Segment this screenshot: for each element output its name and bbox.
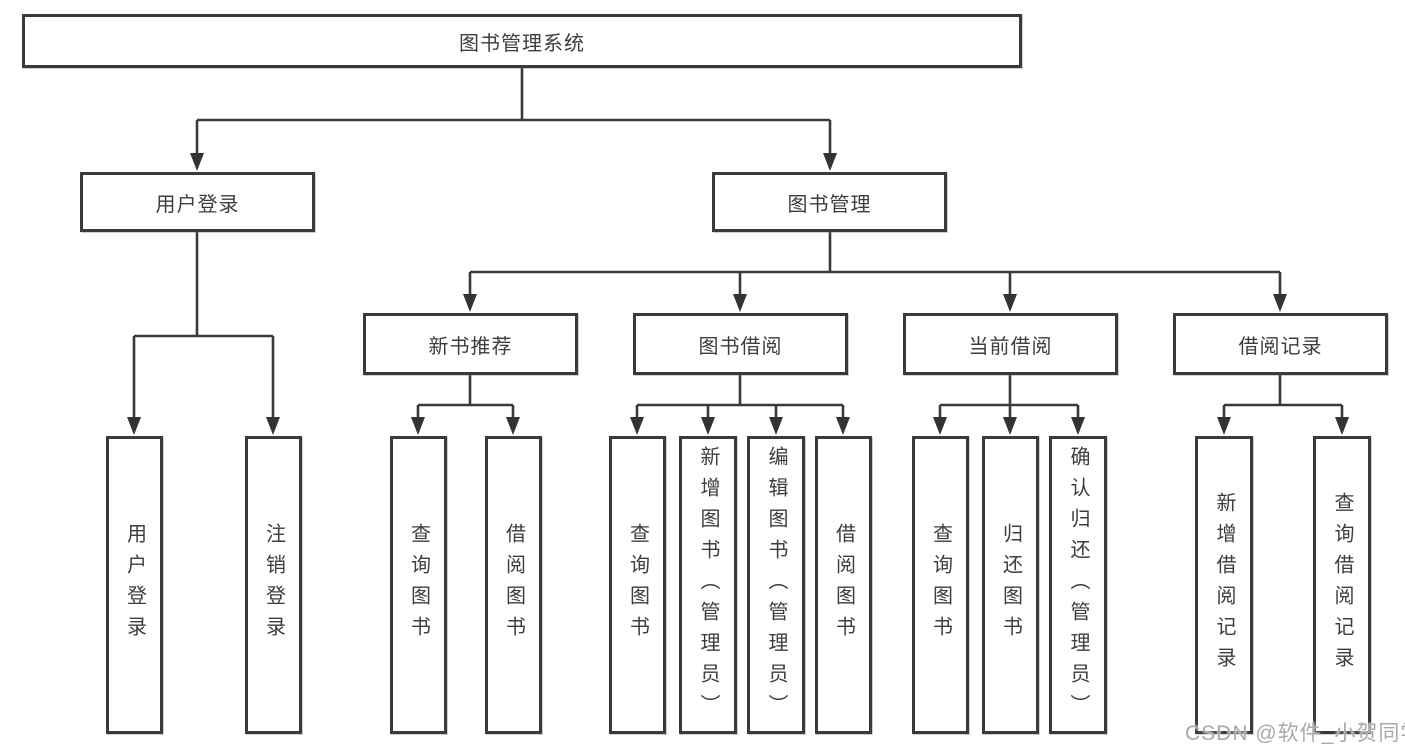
leaf-label: 查询借阅记录	[1331, 492, 1353, 678]
leaf-label: 借阅图书	[832, 523, 855, 647]
node-label: 新书推荐	[428, 335, 513, 358]
leaf-query-books-borrowing: 查询图书	[609, 436, 666, 734]
leaf-return-books: 归还图书	[982, 436, 1039, 734]
leaf-label: 确认归还（管理员）	[1067, 445, 1089, 725]
leaf-add-borrow-record: 新增借阅记录	[1195, 436, 1253, 734]
leaf-label: 查询图书	[626, 523, 649, 647]
leaf-edit-book-admin: 编辑图书（管理员）	[747, 436, 805, 734]
leaf-add-book-admin: 新增图书（管理员）	[679, 436, 737, 734]
leaf-query-borrow-record: 查询借阅记录	[1313, 436, 1371, 734]
node-label: 图书借阅	[698, 335, 783, 358]
node-user-login: 用户登录	[80, 172, 315, 232]
leaf-label: 新增图书（管理员）	[697, 445, 719, 725]
leaf-user-login: 用户登录	[106, 436, 163, 734]
leaf-query-books-recommend: 查询图书	[390, 436, 447, 734]
node-label: 用户登录	[155, 193, 240, 216]
leaf-confirm-return-admin: 确认归还（管理员）	[1049, 436, 1107, 734]
node-label: 图书管理系统	[459, 32, 585, 55]
leaf-label: 编辑图书（管理员）	[765, 445, 787, 725]
csdn-watermark: CSDN @软件_小贺同学	[1185, 722, 1405, 745]
node-label: 当前借阅	[968, 335, 1053, 358]
leaf-logout: 注销登录	[245, 436, 302, 734]
node-library-management-system: 图书管理系统	[22, 14, 1022, 68]
leaf-borrow-books-borrowing: 借阅图书	[815, 436, 872, 734]
node-label: 图书管理	[787, 193, 872, 216]
leaf-label: 查询图书	[929, 523, 952, 647]
leaf-label: 借阅图书	[502, 523, 525, 647]
node-book-borrowing: 图书借阅	[633, 313, 848, 375]
node-borrowing-records: 借阅记录	[1173, 313, 1388, 375]
node-current-borrowing: 当前借阅	[903, 313, 1118, 375]
node-book-management: 图书管理	[712, 172, 947, 232]
leaf-borrow-books-recommend: 借阅图书	[485, 436, 542, 734]
node-new-book-recommend: 新书推荐	[363, 313, 578, 375]
leaf-query-books-current: 查询图书	[912, 436, 969, 734]
node-label: 借阅记录	[1238, 335, 1323, 358]
leaf-label: 注销登录	[262, 523, 285, 647]
leaf-label: 新增借阅记录	[1213, 492, 1235, 678]
leaf-label: 查询图书	[407, 523, 430, 647]
leaf-label: 用户登录	[123, 523, 146, 647]
leaf-label: 归还图书	[999, 523, 1022, 647]
